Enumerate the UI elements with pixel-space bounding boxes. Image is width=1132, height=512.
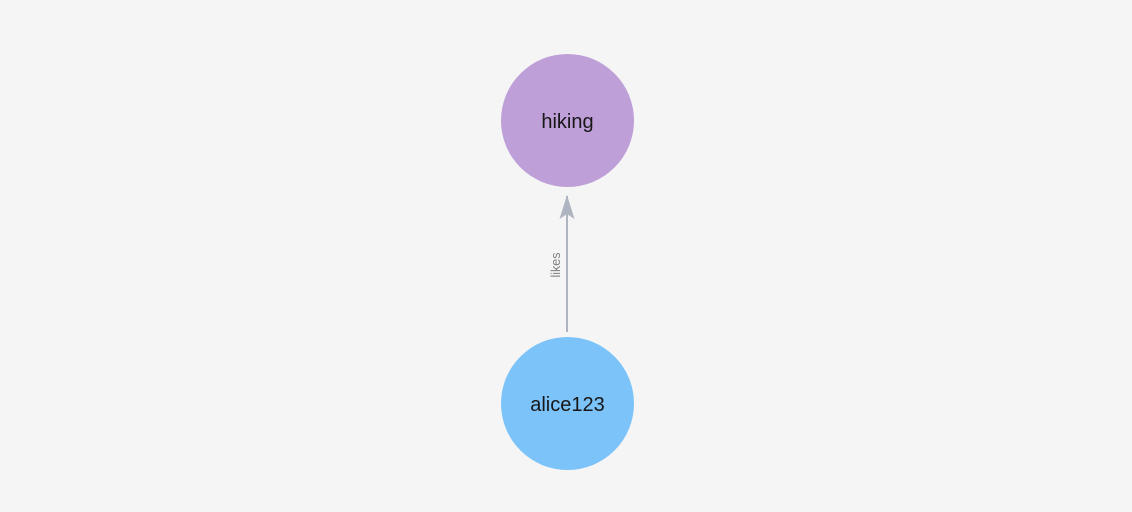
graph-node-alice123[interactable]: alice123 [501,337,634,470]
node-label-alice123: alice123 [530,394,605,416]
edge-label: likes [549,252,563,277]
edge-arrowhead [559,195,575,219]
node-circle-hiking[interactable] [501,54,634,187]
graph-node-hiking[interactable]: hiking [501,54,634,187]
node-label-hiking: hiking [541,111,593,133]
graph-edge[interactable]: likes [549,195,575,332]
node-circle-alice123[interactable] [501,337,634,470]
